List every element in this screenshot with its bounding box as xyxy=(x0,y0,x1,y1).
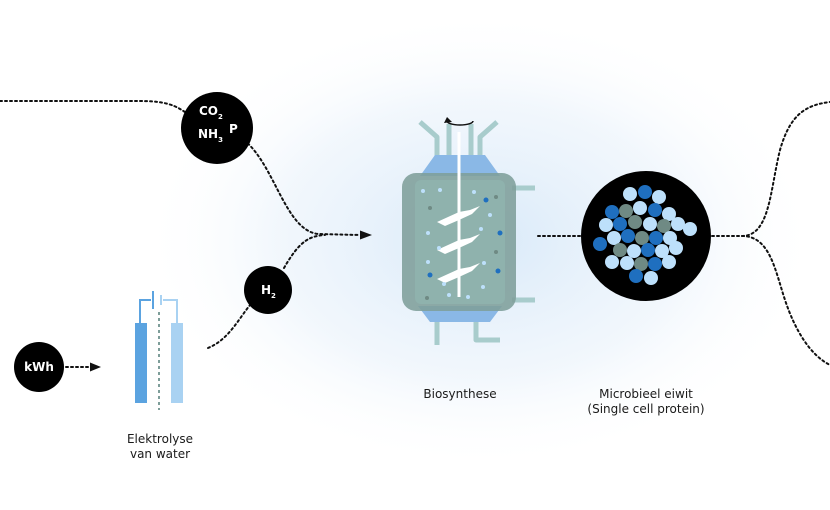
protein-cell xyxy=(621,229,635,243)
flow-line-branch-bottom xyxy=(741,235,830,366)
protein-cell xyxy=(652,190,666,204)
protein-cell xyxy=(623,187,637,201)
p-label: P xyxy=(229,122,238,136)
protein-cell xyxy=(607,231,621,245)
protein-cell xyxy=(657,219,671,233)
kwh-label: kWh xyxy=(24,360,54,374)
electrolysis-wire xyxy=(139,299,151,323)
electrode-anode xyxy=(171,323,183,403)
protein-cell xyxy=(620,256,634,270)
reactor-particles xyxy=(421,188,503,300)
electrolysis-cell xyxy=(135,291,183,410)
protein-cell xyxy=(648,203,662,217)
protein-cell xyxy=(613,217,627,231)
protein-cell xyxy=(629,269,643,283)
flow-line-co2-in xyxy=(0,100,191,116)
biosynthesis-label: Biosynthese xyxy=(423,387,497,401)
protein-cluster xyxy=(581,171,711,301)
protein-cell xyxy=(605,205,619,219)
arrow-head-icon xyxy=(90,362,101,372)
protein-cell xyxy=(669,241,683,255)
electrode-cathode xyxy=(135,323,147,403)
nh3-label: NH3 xyxy=(198,127,223,144)
protein-cell xyxy=(662,207,676,221)
protein-cell xyxy=(648,257,662,271)
co2-label: CO2 xyxy=(199,104,223,121)
protein-cell xyxy=(628,215,642,229)
protein-cell xyxy=(599,218,613,232)
protein-cells xyxy=(593,185,697,285)
flow-line-branch-top xyxy=(741,101,830,237)
protein-cell xyxy=(627,244,641,258)
node-kwh: kWh xyxy=(14,342,64,392)
protein-cell xyxy=(643,217,657,231)
h2-label: H2 xyxy=(261,283,276,300)
stirrer-blade-icon xyxy=(437,206,480,283)
protein-cell xyxy=(683,222,697,236)
rotation-arrow-icon xyxy=(444,117,474,126)
electrolysis-wire xyxy=(163,299,178,323)
electrolysis-label: Elektrolyse van water xyxy=(126,432,194,461)
protein-cell xyxy=(655,244,669,258)
protein-label: Microbieel eiwit (Single cell protein) xyxy=(587,387,705,416)
bioreactor xyxy=(402,117,535,345)
protein-cell xyxy=(641,243,655,257)
node-co2-nh3-p: CO2 NH3 P xyxy=(181,92,253,164)
flow-line-electrolysis-h2 xyxy=(207,304,251,349)
flow-line-co2-out xyxy=(243,139,361,236)
protein-cell xyxy=(635,231,649,245)
protein-cell xyxy=(633,201,647,215)
protein-cell xyxy=(662,255,676,269)
protein-cell xyxy=(593,237,607,251)
flow-line-h2-out xyxy=(283,234,326,269)
protein-cell xyxy=(619,204,633,218)
protein-cell xyxy=(644,271,658,285)
node-h2: H2 xyxy=(244,266,292,314)
protein-cell xyxy=(649,231,663,245)
protein-cell xyxy=(605,255,619,269)
protein-cell xyxy=(613,243,627,257)
protein-cell xyxy=(671,217,685,231)
arrow-head-icon xyxy=(360,230,372,240)
protein-cell xyxy=(634,257,648,271)
protein-cell xyxy=(638,185,652,199)
